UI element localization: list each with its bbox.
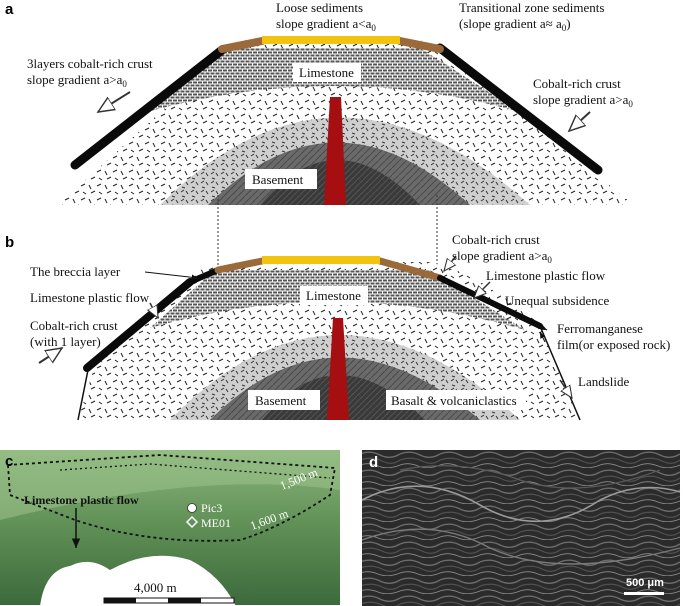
transitional-close: ) [566, 16, 570, 31]
cobalt-b-sub: 0 [547, 255, 552, 265]
crust-left-b-line2: (with 1 layer) [30, 334, 101, 349]
svg-text:slope gradient a<a0: slope gradient a<a0 [276, 16, 376, 33]
right-crust-label-line1: Cobalt-rich crust [533, 76, 621, 91]
cobalt-b-line1: Cobalt-rich crust [452, 232, 540, 247]
volcanic-vein-b [327, 318, 349, 420]
breccia-arrow [144, 271, 199, 281]
pic3-marker [187, 503, 197, 513]
plastic-right-arrow [474, 281, 491, 298]
svg-text:(slope gradient a≈ a0): (slope gradient a≈ a0) [459, 16, 571, 33]
right-crust-sub: 0 [628, 99, 633, 109]
scale-bar-c-seg1 [104, 598, 136, 603]
panel-b-letter: b [5, 234, 14, 251]
left-crust-label-line1: 3layers cobalt-rich crust [27, 56, 153, 71]
scale-bar-c-seg2 [168, 598, 201, 603]
transitional-left [218, 37, 266, 53]
crust-left-b-line1: Cobalt-rich crust [30, 318, 118, 333]
crust-left-arrow [38, 348, 62, 363]
landslide-line [77, 369, 89, 421]
limestone-box-b [300, 286, 368, 305]
transitional-right-b [376, 257, 444, 282]
subsidence-arrow [521, 317, 548, 331]
crust-right-arrow-b [444, 255, 456, 271]
transitional-label-line1: Transitional zone sediments [459, 0, 604, 15]
sem-image [362, 450, 680, 606]
ferro-arrow [539, 331, 546, 343]
limestone-label-b: Limestone [306, 288, 361, 303]
volcanic-vein [324, 97, 346, 205]
transitional-right [396, 37, 444, 53]
flow-outline [7, 454, 337, 542]
left-crust-sub: 0 [122, 79, 127, 89]
ferro-label-line1: Ferromanganese [557, 321, 643, 336]
limestone-label-a: Limestone [299, 65, 354, 80]
right-label-arrow [569, 111, 591, 131]
panel-a-letter: a [5, 1, 14, 18]
breccia-label: The breccia layer [30, 264, 121, 279]
panel-d-letter: d [369, 454, 378, 471]
landslide-arrow [559, 379, 572, 398]
svg-text:slope gradient a>a0: slope gradient a>a0 [27, 72, 127, 89]
limestone-box [293, 63, 361, 82]
scale-label-d: 500 μm [626, 577, 664, 589]
flow-label-c: Limestone plastic flow [24, 493, 139, 507]
crust-left [70, 45, 227, 170]
transitional-label-line2: (slope gradient a≈ a [459, 16, 562, 31]
sem-fold-3 [399, 465, 661, 489]
svg-text:slope gradient a>a0: slope gradient a>a0 [533, 92, 633, 109]
map-lighter-band [0, 450, 340, 520]
right-crust-label-line2: slope gradient a>a [533, 92, 629, 107]
panel-a: a Loose sediments slope gradient a<a0 Tr… [5, 0, 634, 205]
pic3-label: Pic3 [201, 501, 222, 515]
map-white-area [40, 555, 236, 606]
crust-right [435, 43, 603, 175]
sem-fold-2 [361, 528, 681, 565]
transitional-sub: 0 [562, 23, 567, 33]
scale-label-c: 4,000 m [134, 580, 177, 595]
sem-fold-1 [361, 485, 681, 523]
panel-c-letter: c [5, 453, 13, 470]
plastic-flow-right-label: Limestone plastic flow [486, 268, 606, 283]
transitional-left-b [214, 257, 266, 274]
basement-label-a: Basement [252, 172, 304, 187]
loose-sediments-label-line1: Loose sediments [276, 0, 363, 15]
left-crust-label-line2: slope gradient a>a [27, 72, 123, 87]
panel-b: b Cobalt-rich crust slope gradient a>a0 … [5, 232, 670, 421]
loose-sediments-sub: 0 [371, 23, 376, 33]
me01-marker [185, 515, 199, 529]
me01-label: ME01 [201, 516, 231, 530]
contour-1600 [59, 463, 331, 479]
left-label-arrow [98, 91, 131, 112]
basement-box-b [248, 390, 320, 410]
plastic-flow-left-label: Limestone plastic flow [30, 290, 150, 305]
svg-text:slope gradient a>a0: slope gradient a>a0 [452, 248, 552, 265]
basalt-box-b [386, 390, 526, 410]
landslide-line-right [539, 325, 581, 421]
basalt-label: Basalt & volcaniclastics [391, 393, 517, 408]
crust-right-b [437, 275, 543, 329]
subsidence-label: Unequal subsidence [505, 293, 610, 308]
panel-c: c Limestone plastic flow 1,500 m 1,600 m… [0, 450, 340, 606]
basement-label-b: Basement [255, 393, 307, 408]
cobalt-b-line2: slope gradient a>a [452, 248, 548, 263]
landslide-label: Landslide [578, 374, 629, 389]
panel-d: d 500 μm [361, 450, 681, 606]
ferro-label-line2: film(or exposed rock) [557, 337, 670, 352]
loose-sediments-label-line2: slope gradient a<a [276, 16, 372, 31]
crust-left-b [83, 278, 194, 372]
plastic-left-arrow [150, 302, 159, 318]
basement-box [245, 169, 317, 189]
scale-bar-d [624, 592, 664, 595]
